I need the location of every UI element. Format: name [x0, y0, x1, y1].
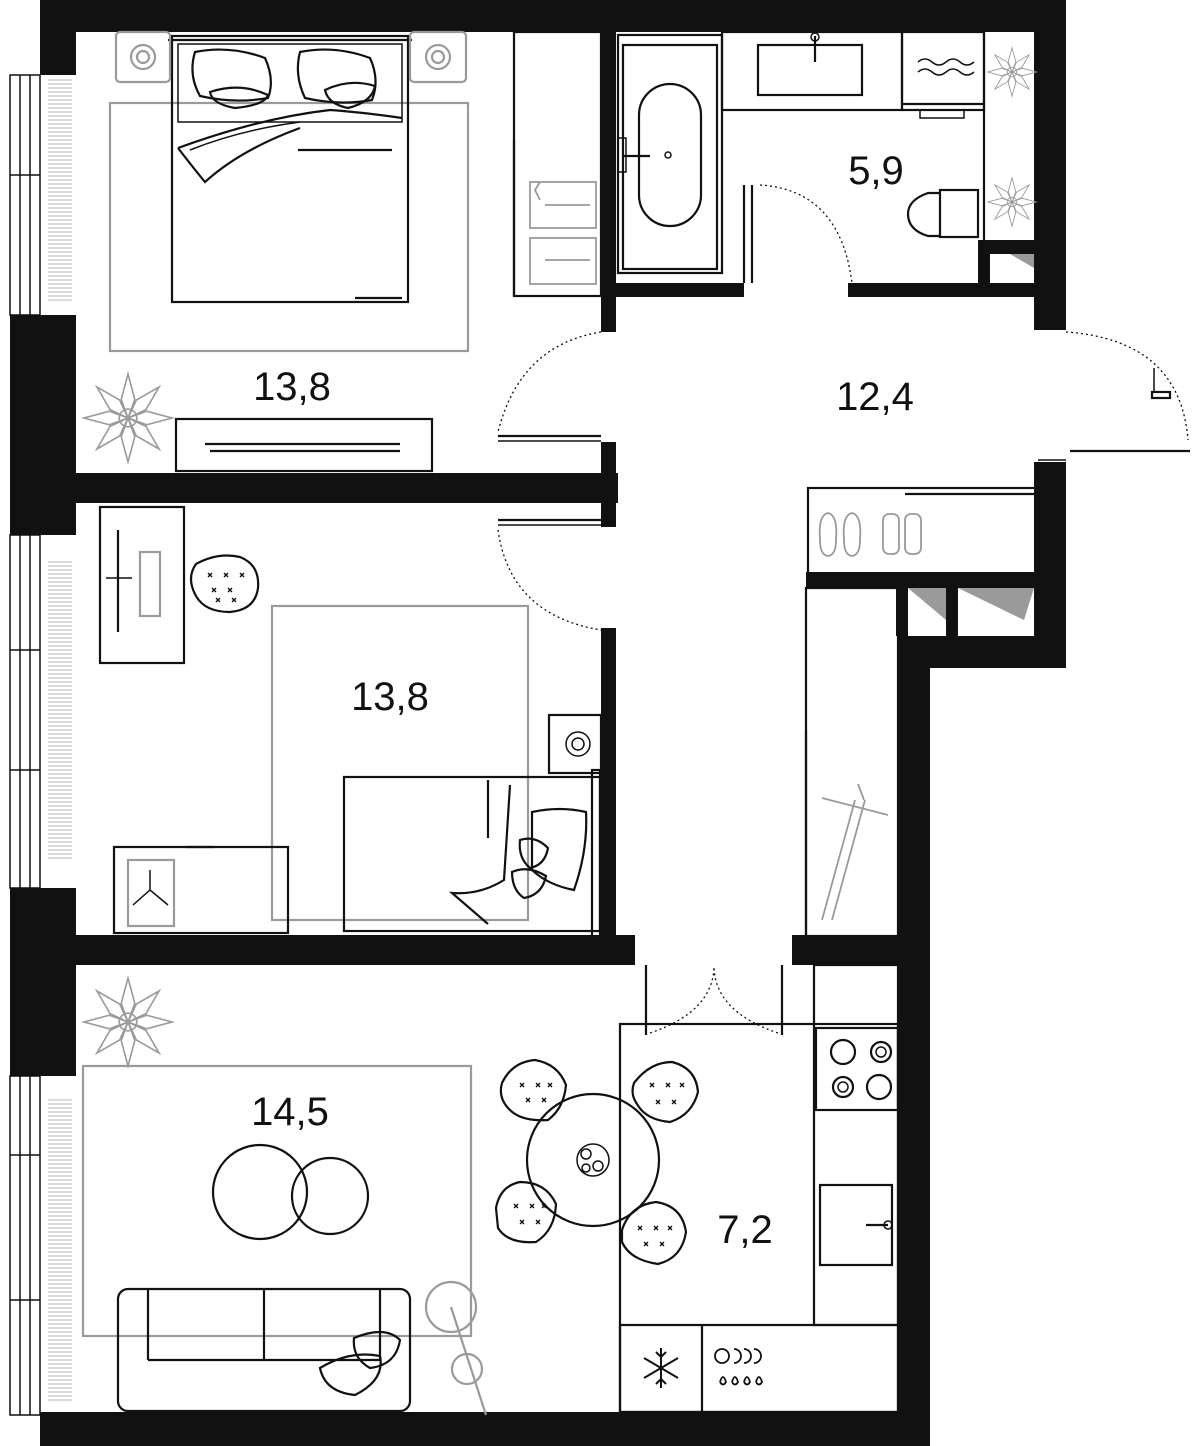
room-area-living-room: 14,5	[251, 1090, 329, 1134]
rug	[108, 101, 470, 353]
rug	[270, 604, 530, 922]
dining-chairs	[494, 1058, 700, 1266]
room-area-bathroom: 5,9	[848, 149, 904, 193]
plant-icon	[80, 974, 176, 1070]
shaft	[908, 588, 946, 620]
dining-table	[525, 1092, 661, 1228]
plant-icon	[986, 46, 1038, 98]
bathroom: 5,9	[616, 30, 1038, 284]
dresser	[112, 845, 290, 935]
kitchen: 7,2	[494, 963, 900, 1414]
snowflake-icon	[643, 1348, 679, 1388]
dishwasher-icon	[714, 1348, 763, 1386]
walls	[10, 0, 1066, 1446]
living-room: 14,5	[80, 974, 488, 1416]
room-area-kitchen: 7,2	[717, 1208, 773, 1252]
nightstand	[547, 713, 603, 775]
nightstand-left	[114, 30, 172, 84]
radiator	[48, 1099, 72, 1401]
plant-icon	[80, 370, 176, 466]
radiator	[48, 79, 72, 301]
sink	[720, 30, 904, 112]
radiator	[48, 561, 72, 859]
kitchen-sink	[818, 1183, 894, 1267]
shaft	[958, 588, 1034, 620]
wardrobe	[512, 30, 603, 298]
toilet	[906, 188, 980, 239]
window-bedroom-2	[9, 534, 41, 889]
washing-machine	[900, 30, 986, 119]
shoe-cabinet	[806, 486, 1040, 576]
sofa	[116, 1287, 412, 1413]
bedroom-1: 13,8	[80, 30, 603, 473]
window-living-room	[9, 1075, 41, 1416]
single-bed	[342, 768, 602, 939]
rug	[81, 1064, 473, 1338]
room-area-hallway: 12,4	[836, 375, 914, 419]
radiators	[48, 79, 72, 1401]
hallway: 12,4	[497, 331, 1190, 938]
chair	[189, 554, 260, 614]
bedroom-2: 13,8	[98, 505, 603, 939]
room-area-bedroom-2: 13,8	[351, 675, 429, 719]
kitchen-counter	[812, 963, 900, 1327]
coffee-tables	[211, 1143, 370, 1241]
room-area-bedroom-1: 13,8	[253, 365, 331, 409]
shaft	[1010, 254, 1034, 268]
window-bedroom-1	[9, 74, 41, 316]
nightstand-right	[408, 30, 468, 84]
floor-lamp	[424, 1280, 488, 1416]
double-bed	[168, 34, 412, 304]
desk	[98, 505, 186, 665]
waves-icon	[917, 58, 975, 76]
bathtub	[616, 33, 724, 275]
tv-stand	[174, 417, 434, 473]
coat-closet	[804, 586, 900, 938]
stove	[814, 1026, 900, 1112]
plant-icon	[986, 176, 1038, 228]
